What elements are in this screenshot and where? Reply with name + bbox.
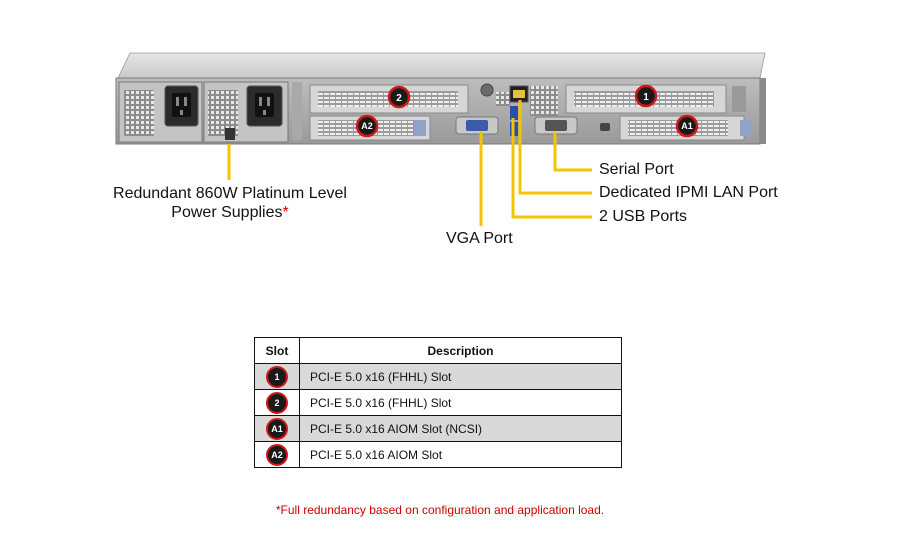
psu-label-line1: Redundant 860W Platinum Level: [113, 185, 347, 202]
rear-io-panel: [292, 82, 752, 141]
serial-port-label: Serial Port: [599, 161, 674, 178]
svg-text:2: 2: [396, 93, 402, 104]
vga-port-label: VGA Port: [446, 230, 513, 247]
description-column-header: Description: [299, 337, 622, 364]
slot-badge: A2: [266, 443, 288, 466]
psu-callout-label: Redundant 860W Platinum Level Power Supp…: [112, 184, 348, 222]
svg-text:1: 1: [643, 92, 649, 103]
psu-label-text: Power Supplies: [171, 204, 283, 221]
table-header-row: Slot Description: [254, 337, 622, 364]
psu-label-line2: Power Supplies*: [112, 203, 348, 222]
ipmi-callout-line: [518, 100, 592, 195]
power-supply-1: [118, 81, 203, 143]
server-rear-view-diagram: 2 1 A2 A1: [115, 52, 766, 226]
serial-callout-line: [553, 132, 592, 172]
slot-a2-badge: A2: [355, 114, 379, 138]
psu-asterisk: *: [282, 204, 289, 221]
slot-description: PCI-E 5.0 x16 (FHHL) Slot: [299, 389, 622, 416]
slot-a1-badge: A1: [675, 114, 699, 138]
table-row: 2 PCI-E 5.0 x16 (FHHL) Slot: [254, 389, 622, 416]
footnote: *Full redundancy based on configuration …: [275, 503, 605, 517]
svg-text:A1: A1: [681, 121, 693, 131]
slot-badge: 2: [266, 391, 288, 414]
callout-lines: [227, 100, 592, 226]
slot-column-header: Slot: [254, 337, 300, 364]
slot-description: PCI-E 5.0 x16 AIOM Slot (NCSI): [299, 415, 622, 442]
slot-1-badge: 1: [634, 84, 658, 108]
table-row: 1 PCI-E 5.0 x16 (FHHL) Slot: [254, 363, 622, 390]
table-row: A2 PCI-E 5.0 x16 AIOM Slot: [254, 441, 622, 468]
slot-description: PCI-E 5.0 x16 AIOM Slot: [299, 441, 622, 468]
usb-callout-line: [511, 118, 592, 219]
svg-text:A2: A2: [361, 121, 373, 131]
power-supply-2: [203, 81, 289, 143]
slot-badge: 1: [266, 365, 288, 388]
slot-description-table: Slot Description 1 PCI-E 5.0 x16 (FHHL) …: [254, 337, 622, 468]
table-row: A1 PCI-E 5.0 x16 AIOM Slot (NCSI): [254, 415, 622, 442]
ipmi-lan-port-label: Dedicated IPMI LAN Port: [599, 184, 778, 201]
slot-2-badge: 2: [387, 85, 411, 109]
slot-badge: A1: [266, 417, 288, 440]
slot-description: PCI-E 5.0 x16 (FHHL) Slot: [299, 363, 622, 390]
usb-ports-label: 2 USB Ports: [599, 208, 688, 225]
